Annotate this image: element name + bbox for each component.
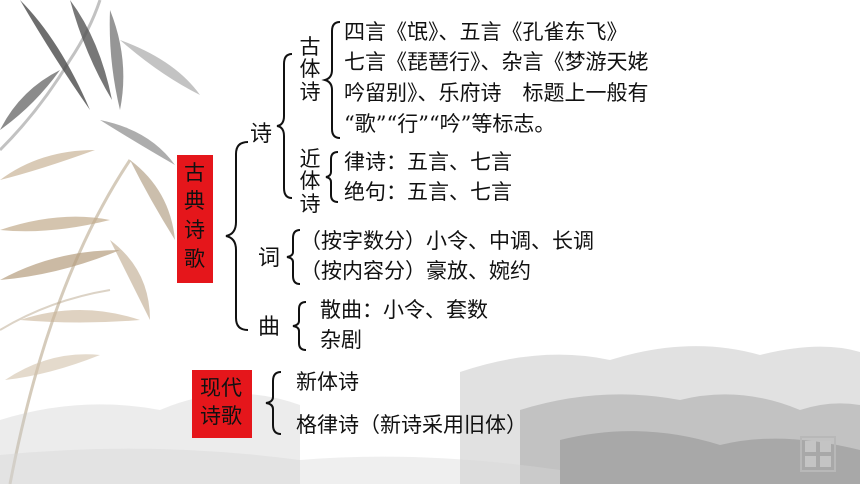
gutishi-label-char: 古 — [299, 35, 321, 59]
gutishi-line: 七言《琵琶行》、杂言《梦游天姥 — [344, 50, 649, 74]
classical-title-char: 典 — [184, 189, 205, 213]
jintishi-brace — [325, 151, 339, 203]
gutishi-line: 吟留别》、乐府诗 标题上一般有 — [344, 81, 649, 105]
gutishi-line: 四言《氓》、五言《孔雀东飞》 — [344, 20, 628, 44]
gutishi-label: 古 体 诗 — [298, 35, 322, 104]
classical-poetry-label: 古 典 诗 歌 — [177, 155, 213, 283]
modern-brace — [265, 371, 282, 435]
main-brace — [225, 141, 249, 331]
ci-line: （按字数分）小令、中调、长调 — [300, 229, 594, 253]
gutishi-brace — [321, 21, 341, 139]
ci-label: 词 — [258, 246, 281, 271]
seal-stamp — [800, 436, 836, 472]
jintishi-label-char: 诗 — [299, 191, 321, 216]
modern-title-line: 现代 — [200, 376, 242, 400]
shi-brace — [276, 53, 293, 199]
classical-title-char: 古 — [184, 161, 205, 185]
jintishi-line: 绝句：五言、七言 — [344, 180, 512, 204]
classical-title-char: 歌 — [184, 247, 205, 271]
qu-line: 杂剧 — [320, 328, 362, 352]
gutishi-label-char: 体 — [299, 57, 321, 82]
jintishi-line: 律诗：五言、七言 — [344, 150, 512, 174]
ci-brace — [286, 229, 301, 285]
jintishi-label: 近 体 诗 — [298, 147, 322, 216]
modern-title-line: 诗歌 — [200, 404, 242, 428]
gutishi-line: “歌”“行”“吟”等标志。 — [344, 112, 556, 136]
modern-poetry-label: 现代 诗歌 — [192, 370, 252, 438]
jintishi-label-char: 体 — [299, 169, 321, 194]
bamboo-illustration — [0, 0, 200, 484]
qu-brace — [292, 301, 307, 351]
ci-line: （按内容分）豪放、婉约 — [300, 259, 531, 283]
classical-title-char: 诗 — [184, 218, 205, 242]
gutishi-label-char: 诗 — [299, 79, 321, 104]
shi-label: 诗 — [250, 122, 273, 147]
modern-line: 格律诗（新诗采用旧体） — [296, 413, 527, 437]
qu-label: 曲 — [258, 315, 281, 340]
jintishi-label-char: 近 — [299, 147, 321, 171]
modern-line: 新体诗 — [296, 370, 359, 394]
qu-line: 散曲：小令、套数 — [320, 298, 488, 322]
